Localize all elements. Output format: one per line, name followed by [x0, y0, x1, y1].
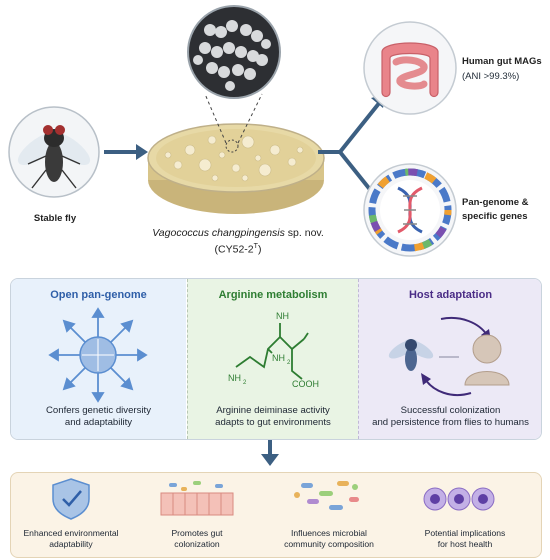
chem-nh2-a: NH	[272, 353, 285, 363]
panel1-desc2: and adaptability	[64, 417, 133, 428]
outcomes-box: Enhanced environmental adaptability Prom…	[10, 472, 542, 558]
outcome-1-line1: Enhanced environmental	[23, 528, 119, 538]
chem-sub-b: 2	[243, 380, 247, 386]
strain-prefix: (CY52-2	[214, 243, 254, 256]
stable-fly-icon	[8, 106, 100, 198]
pan-line1: Pan-genome &	[462, 197, 529, 208]
outcome-3-line2: community composition	[284, 538, 374, 549]
outcome-2: Promotes gut colonization	[137, 528, 257, 549]
chem-cooh: COOH	[292, 379, 319, 389]
fly-to-human-icon	[388, 317, 510, 397]
panel2-desc: Arginine deiminase activity adapts to gu…	[188, 405, 358, 429]
petri-dish-icon	[147, 93, 325, 214]
fly-small-icon	[388, 339, 434, 371]
panel3-title: Host adaptation	[408, 289, 493, 301]
human-gut-icon	[363, 21, 457, 115]
panel-arginine: Arginine metabolism NH NH 2 NH 2 COOH Ar…	[187, 279, 358, 439]
panel1-desc1: Confers genetic diversity	[45, 405, 152, 416]
panel3-desc: Successful colonization and persistence …	[359, 405, 541, 429]
outcome-4-line2: for host health	[437, 538, 493, 549]
gut-cells-icon	[160, 481, 234, 516]
panel-open-pangenome: Open pan-genome Confers genetic diversit…	[11, 279, 186, 439]
arrow-fly-to-dish	[104, 144, 148, 160]
shield-check-icon	[52, 478, 90, 520]
outcome-3: Influences microbial community compositi…	[267, 528, 391, 549]
strain-suffix: )	[257, 243, 262, 256]
gut-title: Human gut MAGs	[462, 56, 542, 67]
arginine-structure-icon: NH NH 2 NH 2 COOH	[228, 311, 319, 389]
species-italic: Vagococcus changpingensis	[152, 227, 285, 239]
gut-sub: (ANI >99.3%)	[462, 71, 520, 82]
chem-nh: NH	[276, 311, 289, 321]
outcome-4: Potential implications for host health	[403, 528, 527, 549]
outcome-1: Enhanced environmental adaptability	[11, 528, 131, 549]
panel2-desc1: Arginine deiminase activity	[216, 405, 330, 416]
panel2-title: Arginine metabolism	[218, 289, 328, 301]
outcome-2-line1: Promotes gut	[171, 528, 223, 538]
microbial-community-icon	[294, 481, 359, 510]
panel1-desc: Confers genetic diversity and adaptabili…	[11, 405, 186, 429]
chem-sub-a: 2	[287, 360, 291, 366]
down-arrow	[261, 440, 279, 466]
outcome-icons	[52, 478, 495, 520]
mechanism-box: Open pan-genome Confers genetic diversit…	[10, 278, 542, 440]
pan-line2: specific genes	[462, 211, 528, 222]
human-head-icon	[464, 334, 510, 386]
microscope-bacteria-icon	[187, 5, 281, 99]
dna-ring-icon	[363, 163, 457, 257]
outcome-3-line1: Influences microbial	[291, 528, 367, 538]
top-graphics	[8, 5, 457, 257]
host-cells-icon	[423, 487, 495, 511]
gut-label: Human gut MAGs (ANI >99.3%)	[462, 56, 550, 82]
pan-genome-label: Pan-genome & specific genes	[462, 197, 550, 222]
species-name: Vagococcus changpingensis sp. nov. (CY52…	[140, 226, 336, 257]
panel1-title: Open pan-genome	[50, 289, 147, 301]
stable-fly-label: Stable fly	[33, 213, 77, 224]
panel3-desc1: Successful colonization	[400, 405, 501, 416]
outcome-1-line2: adaptability	[49, 538, 93, 549]
pangenome-burst-icon	[48, 307, 148, 403]
outcome-2-line2: colonization	[174, 538, 220, 549]
panel-host-adaptation: Host adaptation Successful colonization …	[358, 279, 541, 439]
chem-nh2-b: NH	[228, 373, 241, 383]
panel3-desc2: and persistence from flies to humans	[372, 417, 529, 428]
outcome-4-line1: Potential implications	[424, 528, 506, 538]
panel2-desc2: adapts to gut environments	[215, 417, 331, 428]
strain-sup: T	[253, 243, 258, 250]
species-suffix: sp. nov.	[284, 227, 324, 239]
